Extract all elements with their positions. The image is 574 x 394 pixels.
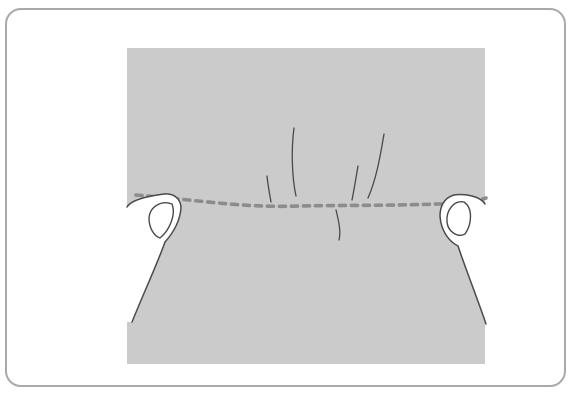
gathering-stitch-illustration (0, 0, 574, 394)
